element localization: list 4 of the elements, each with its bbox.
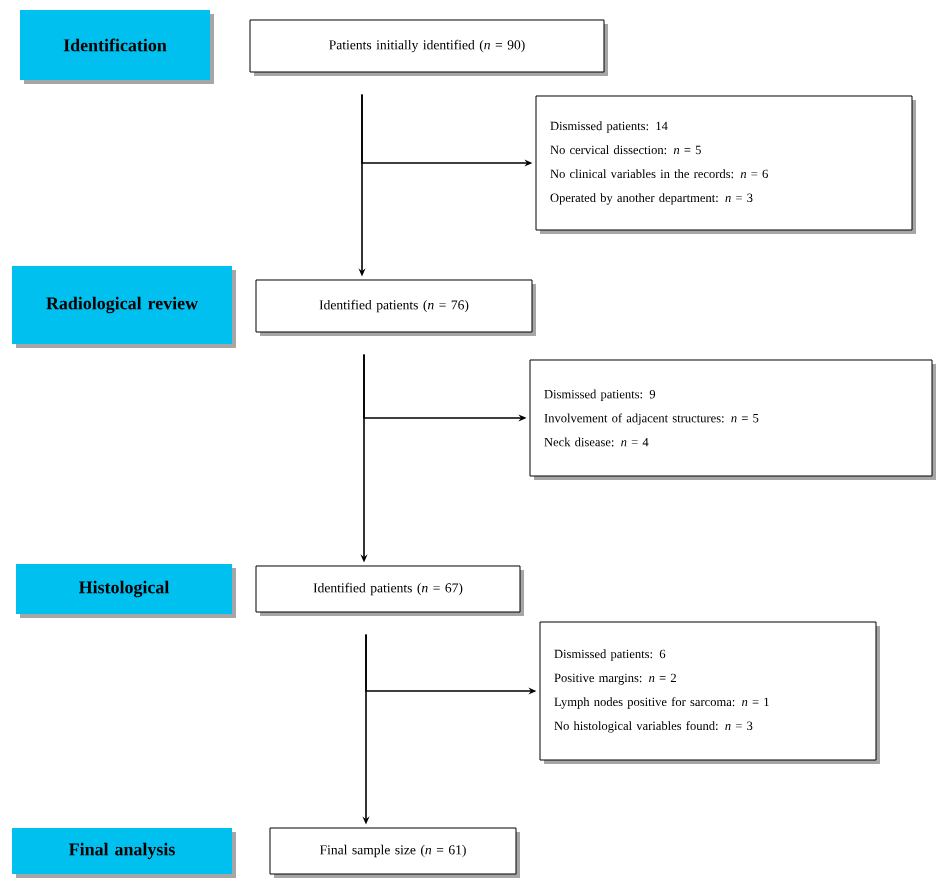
stage-box: Identification [20, 10, 214, 84]
stage-box: Histological [16, 564, 236, 618]
stage-box: Radiological review [12, 266, 236, 348]
stage-box: Final analysis [12, 828, 236, 878]
